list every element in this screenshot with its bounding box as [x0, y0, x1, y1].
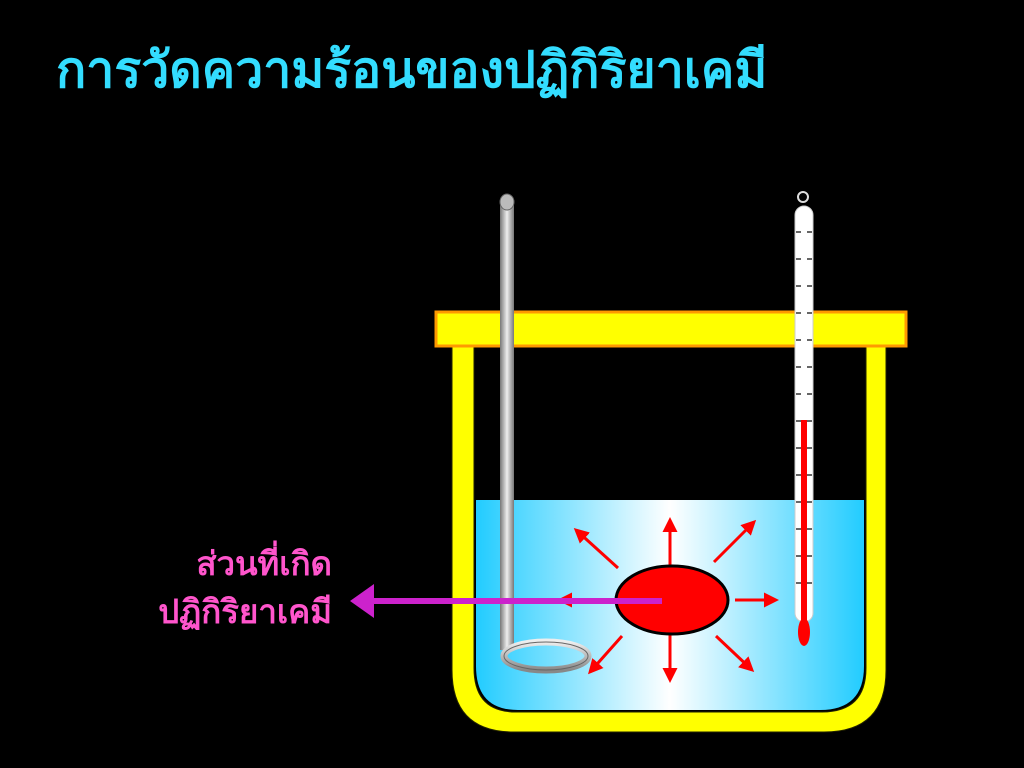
heat-arrow-icon: [712, 519, 757, 564]
callout-line-1: ส่วนที่เกิด: [196, 544, 332, 583]
heat-arrows: [557, 517, 779, 683]
calorimeter-container: [451, 334, 887, 733]
heat-arrow-icon: [588, 635, 624, 675]
callout-line-2: ปฏิกิริยาเคมี: [158, 591, 332, 631]
heat-arrow-icon: [714, 634, 755, 673]
stirrer-rod-icon: [499, 193, 592, 674]
callout-arrow: [350, 584, 662, 618]
slide-title: การวัดความร้อนของปฏิกิริยาเคมี: [56, 40, 768, 99]
thermometer-icon: [794, 191, 814, 646]
thermometer-liquid: [801, 420, 807, 632]
heat-arrow-icon: [573, 527, 620, 570]
thermometer-scale: [796, 231, 812, 584]
container-lid: [434, 310, 908, 348]
reaction-site-label: ส่วนที่เกิด ปฏิกิริยาเคมี: [158, 540, 332, 636]
